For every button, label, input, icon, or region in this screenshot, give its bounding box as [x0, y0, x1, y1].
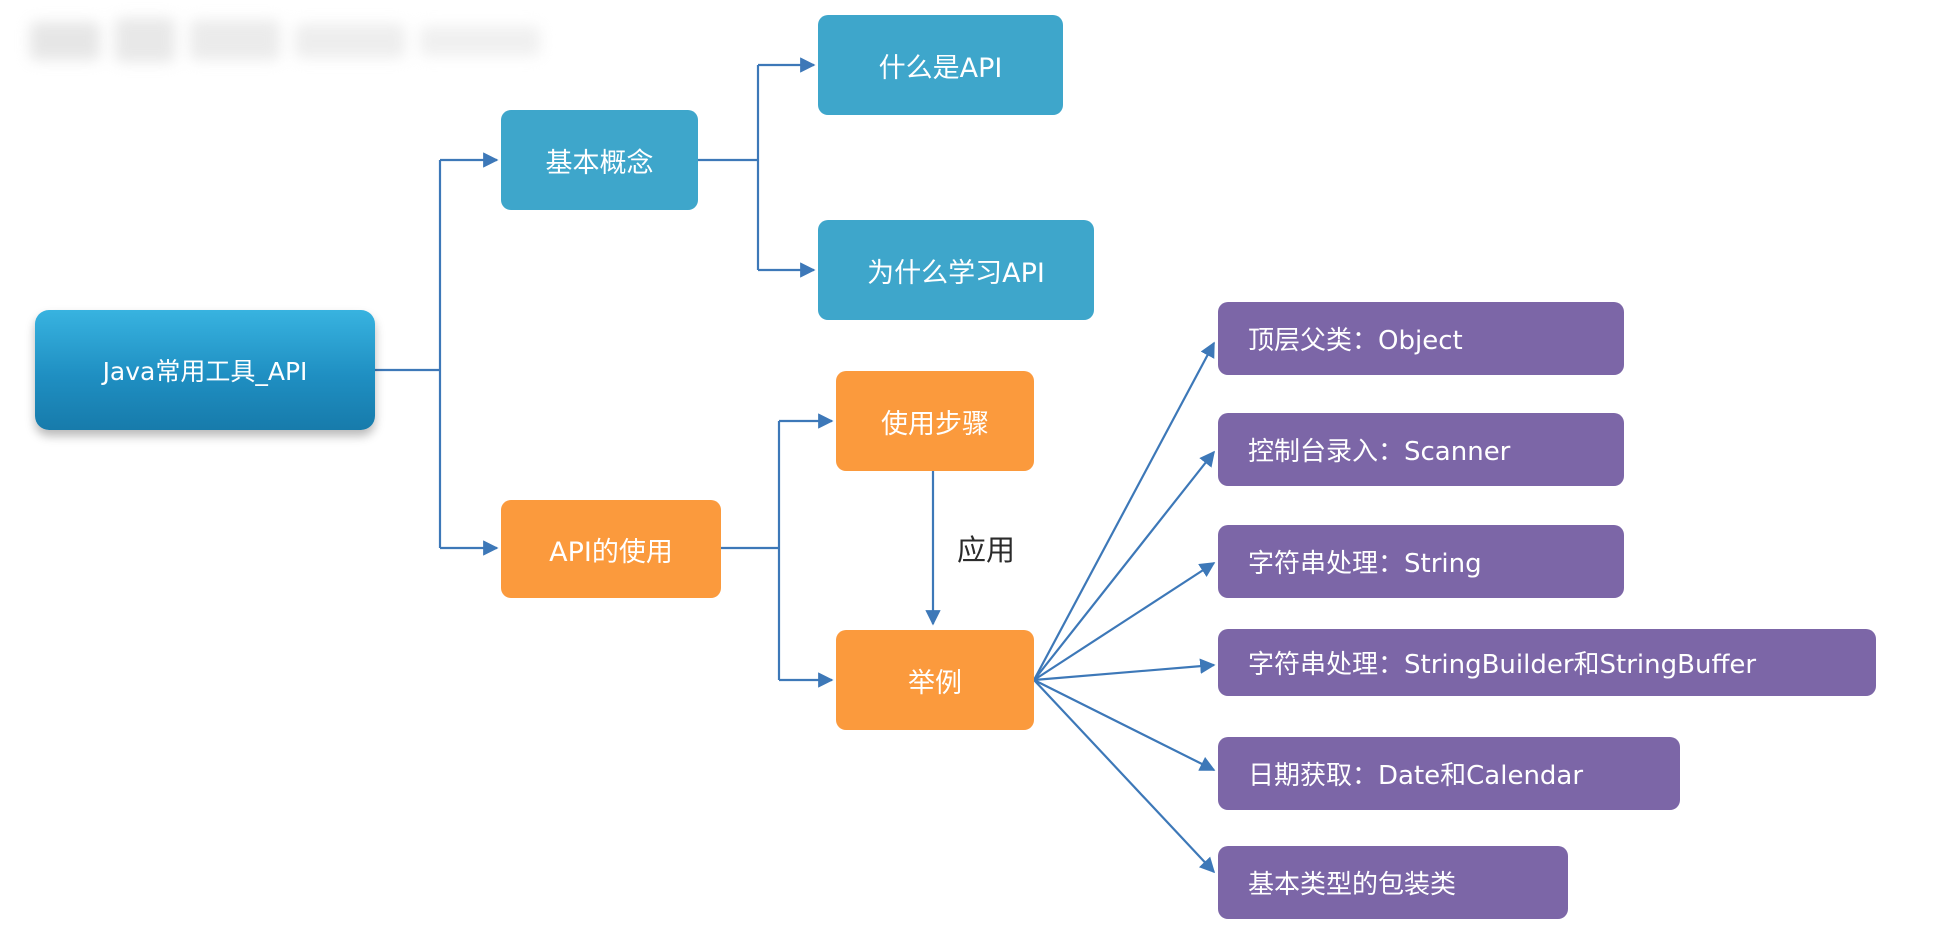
example-item-label: 日期获取：Date和Calendar [1248, 761, 1584, 791]
connector-to-object [1033, 341, 1215, 681]
connector-to-scanner [1033, 450, 1215, 681]
example-item-date-calendar: 日期获取：Date和Calendar [1218, 737, 1680, 810]
example-item-wrapper-classes: 基本类型的包装类 [1218, 846, 1568, 919]
root-label: Java常用工具_API [102, 357, 308, 386]
example-item-label: 基本类型的包装类 [1248, 870, 1457, 900]
root-node: Java常用工具_API [35, 310, 375, 430]
basic-concept-node: 基本概念 [501, 110, 698, 210]
example-item-string: 字符串处理：String [1218, 525, 1624, 598]
example-item-stringbuilder: 字符串处理：StringBuilder和StringBuffer [1218, 629, 1876, 696]
connector-to-string [1033, 562, 1216, 681]
example-item-label: 控制台录入：Scanner [1248, 437, 1511, 467]
connector-to-wrapper [1033, 679, 1216, 874]
connector-to-builder [1033, 658, 1216, 682]
apply-edge-label: 应用 [957, 533, 1016, 567]
api-usage-label: API的使用 [549, 536, 673, 568]
usage-steps-label: 使用步骤 [881, 408, 989, 440]
connector-to-date [1033, 679, 1216, 771]
example-node: 举例 [836, 630, 1034, 730]
example-item-label: 字符串处理：String [1248, 549, 1482, 579]
example-item-scanner: 控制台录入：Scanner [1218, 413, 1624, 486]
api-usage-node: API的使用 [501, 500, 721, 598]
what-is-api-label: 什么是API [878, 52, 1003, 84]
why-learn-api-label: 为什么学习API [867, 257, 1045, 289]
why-learn-api-node: 为什么学习API [818, 220, 1094, 320]
blurred-header-watermark [20, 8, 580, 72]
usage-steps-node: 使用步骤 [836, 371, 1034, 471]
example-item-label: 顶层父类：Object [1248, 326, 1463, 356]
basic-concept-label: 基本概念 [545, 147, 654, 179]
example-label: 举例 [908, 667, 962, 699]
example-item-object: 顶层父类：Object [1218, 302, 1624, 375]
what-is-api-node: 什么是API [818, 15, 1063, 115]
example-item-label: 字符串处理：StringBuilder和StringBuffer [1248, 650, 1757, 680]
